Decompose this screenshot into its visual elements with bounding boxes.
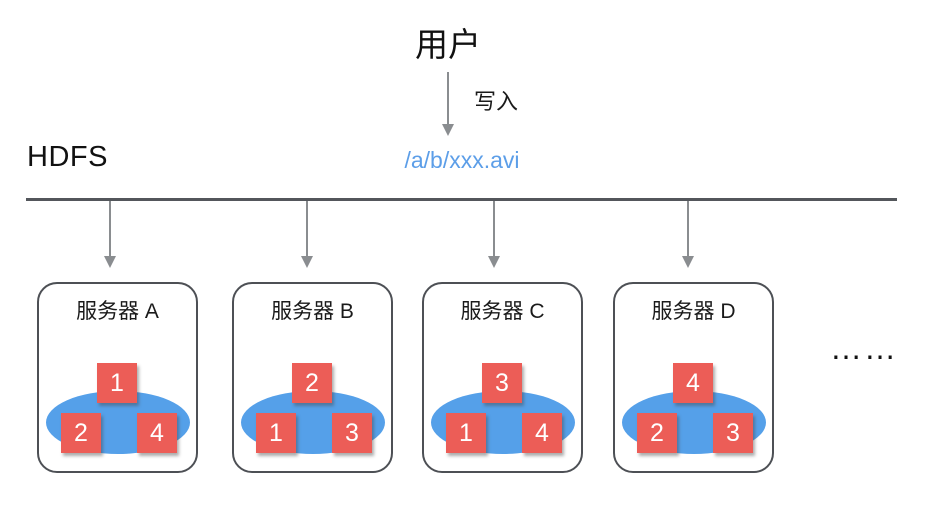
arrow-stem: [493, 201, 495, 256]
server-card-c: 服务器 C 3 1 4: [422, 282, 583, 473]
server-title: 服务器 D: [651, 300, 736, 323]
arrow-stem: [687, 201, 689, 256]
write-arrow-stem: [447, 72, 449, 124]
user-label: 用户: [415, 26, 481, 63]
arrow-stem: [109, 201, 111, 256]
server-card-d: 服务器 D 4 2 3: [613, 282, 774, 473]
server-title: 服务器 C: [460, 300, 545, 323]
data-block: 3: [482, 363, 522, 403]
data-block: 2: [637, 413, 677, 453]
hdfs-bus-line: [26, 198, 897, 201]
data-block: 3: [713, 413, 753, 453]
data-block: 1: [256, 413, 296, 453]
data-block: 3: [332, 413, 372, 453]
arrow-head-icon: [488, 256, 500, 268]
arrow-stem: [306, 201, 308, 256]
server-title: 服务器 A: [76, 300, 159, 323]
data-block: 1: [97, 363, 137, 403]
server-title: 服务器 B: [271, 300, 354, 323]
arrow-head-icon: [104, 256, 116, 268]
write-label: 写入: [474, 89, 519, 114]
more-servers-ellipsis: ……: [830, 330, 898, 366]
server-card-a: 服务器 A 1 2 4: [37, 282, 198, 473]
data-block: 1: [446, 413, 486, 453]
server-card-b: 服务器 B 2 1 3: [232, 282, 393, 473]
arrow-head-icon: [682, 256, 694, 268]
data-block: 4: [673, 363, 713, 403]
data-block: 4: [522, 413, 562, 453]
data-block: 2: [292, 363, 332, 403]
hdfs-label: HDFS: [27, 141, 108, 173]
arrow-head-icon: [301, 256, 313, 268]
write-arrow-head-icon: [442, 124, 454, 136]
file-path-label: /a/b/xxx.avi: [404, 147, 520, 173]
data-block: 2: [61, 413, 101, 453]
data-block: 4: [137, 413, 177, 453]
